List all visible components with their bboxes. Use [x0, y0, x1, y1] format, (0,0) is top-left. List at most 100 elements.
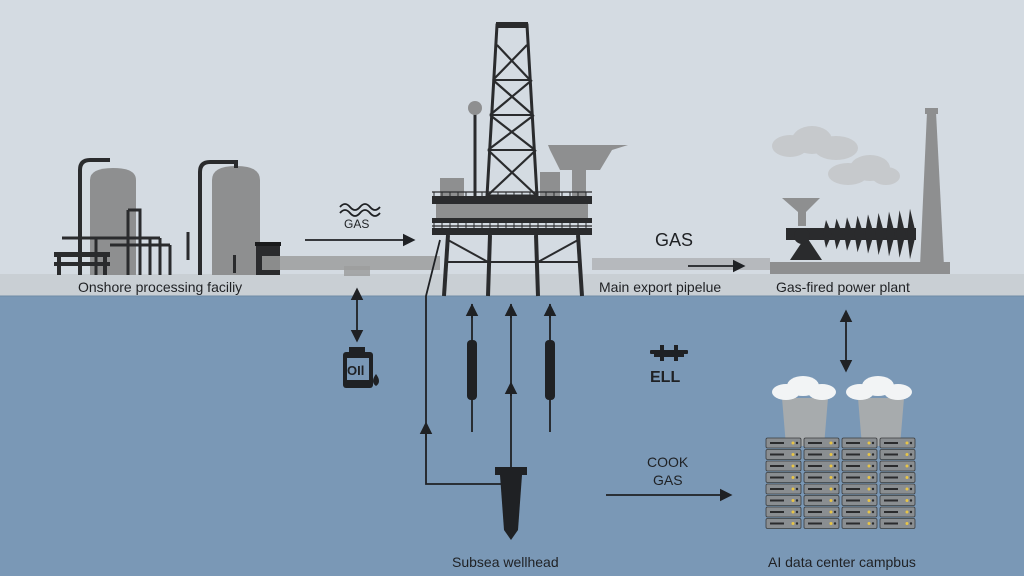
- turbine-blade: [865, 214, 874, 254]
- server-vent: [808, 476, 822, 479]
- export-pipeline-label: Main export pipelue: [599, 279, 722, 295]
- turbine-blade: [896, 210, 906, 258]
- server-led: [909, 510, 913, 514]
- server-vent: [884, 511, 898, 513]
- turbine-blade: [844, 217, 853, 251]
- server-led: [909, 476, 913, 479]
- server-vent: [884, 488, 898, 490]
- gas-flow-icon: [339, 203, 381, 217]
- server-led: [867, 510, 871, 514]
- turbine-blade: [823, 220, 832, 248]
- main-export-pipeline: [592, 258, 770, 270]
- onshore-facility-icon: [54, 158, 281, 275]
- server-vent: [770, 522, 784, 525]
- server-vent: [808, 499, 822, 502]
- oil-icon-text: OIl: [347, 363, 365, 378]
- server-vent: [846, 499, 860, 502]
- server-vent: [884, 499, 898, 502]
- server-led: [905, 499, 909, 502]
- server-led: [833, 487, 837, 491]
- server-vent: [884, 442, 898, 444]
- turbine-blade: [907, 208, 916, 260]
- riser-line: [425, 239, 504, 485]
- server-led: [795, 499, 799, 502]
- server-vent: [884, 522, 898, 525]
- server-vent: [770, 465, 784, 467]
- turbine-blade: [886, 211, 895, 257]
- server-led: [795, 522, 799, 525]
- server-vent: [808, 522, 822, 525]
- server-led: [791, 522, 795, 525]
- server-led: [791, 441, 795, 445]
- server-led: [829, 441, 833, 445]
- server-led: [795, 476, 799, 479]
- server-led: [833, 499, 837, 502]
- server-led: [833, 441, 837, 445]
- onshore-pipe: [262, 256, 440, 270]
- server-led: [867, 453, 871, 456]
- server-vent: [808, 453, 822, 456]
- server-led: [905, 476, 909, 479]
- server-led: [791, 464, 795, 468]
- server-vent: [846, 488, 860, 490]
- server-vent: [846, 465, 860, 467]
- server-led: [791, 499, 795, 502]
- server-vent: [884, 465, 898, 467]
- server-vent: [846, 453, 860, 456]
- datacenter-label: AI data center campbus: [768, 554, 916, 570]
- turbine-blade: [875, 213, 885, 255]
- server-vent: [808, 465, 822, 467]
- power-plant-label: Gas-fired power plant: [776, 279, 910, 295]
- server-led: [871, 499, 875, 502]
- server-led: [829, 510, 833, 514]
- server-led: [871, 522, 875, 525]
- server-vent: [846, 476, 860, 479]
- server-led: [867, 487, 871, 491]
- server-led: [791, 476, 795, 479]
- server-led: [833, 453, 837, 456]
- server-vent: [808, 488, 822, 490]
- server-vent: [846, 511, 860, 513]
- server-led: [905, 510, 909, 514]
- server-led: [833, 476, 837, 479]
- server-led: [795, 487, 799, 491]
- server-led: [829, 453, 833, 456]
- server-vent: [770, 442, 784, 444]
- server-led: [867, 441, 871, 445]
- server-led: [833, 464, 837, 468]
- subsea-wellhead-icon: [495, 467, 527, 540]
- wellhead-label: Subsea wellhead: [452, 554, 559, 570]
- server-led: [871, 476, 875, 479]
- datacenter-icon: [765, 376, 916, 529]
- server-led: [905, 441, 909, 445]
- gas-label-right: GAS: [655, 230, 694, 250]
- server-led: [829, 476, 833, 479]
- server-led: [867, 522, 871, 525]
- server-led: [871, 453, 875, 456]
- ell-icon: [650, 345, 688, 361]
- turbine-blade: [833, 218, 843, 250]
- server-led: [867, 464, 871, 468]
- server-led: [795, 441, 799, 445]
- server-led: [791, 487, 795, 491]
- server-led: [795, 510, 799, 514]
- server-led: [871, 510, 875, 514]
- server-led: [909, 522, 913, 525]
- server-led: [829, 499, 833, 502]
- ell-icon-text: ELL: [650, 369, 681, 386]
- conductor-arrows: [465, 303, 557, 396]
- server-led: [905, 487, 909, 491]
- server-led: [829, 487, 833, 491]
- server-led: [909, 464, 913, 468]
- onshore-facility-label: Onshore processing faciliy: [78, 279, 243, 295]
- server-led: [871, 441, 875, 445]
- server-vent: [770, 499, 784, 502]
- server-led: [867, 476, 871, 479]
- downhole-tools: [467, 340, 555, 400]
- server-vent: [808, 511, 822, 513]
- turbine-blade: [854, 215, 864, 253]
- server-led: [867, 499, 871, 502]
- server-led: [829, 464, 833, 468]
